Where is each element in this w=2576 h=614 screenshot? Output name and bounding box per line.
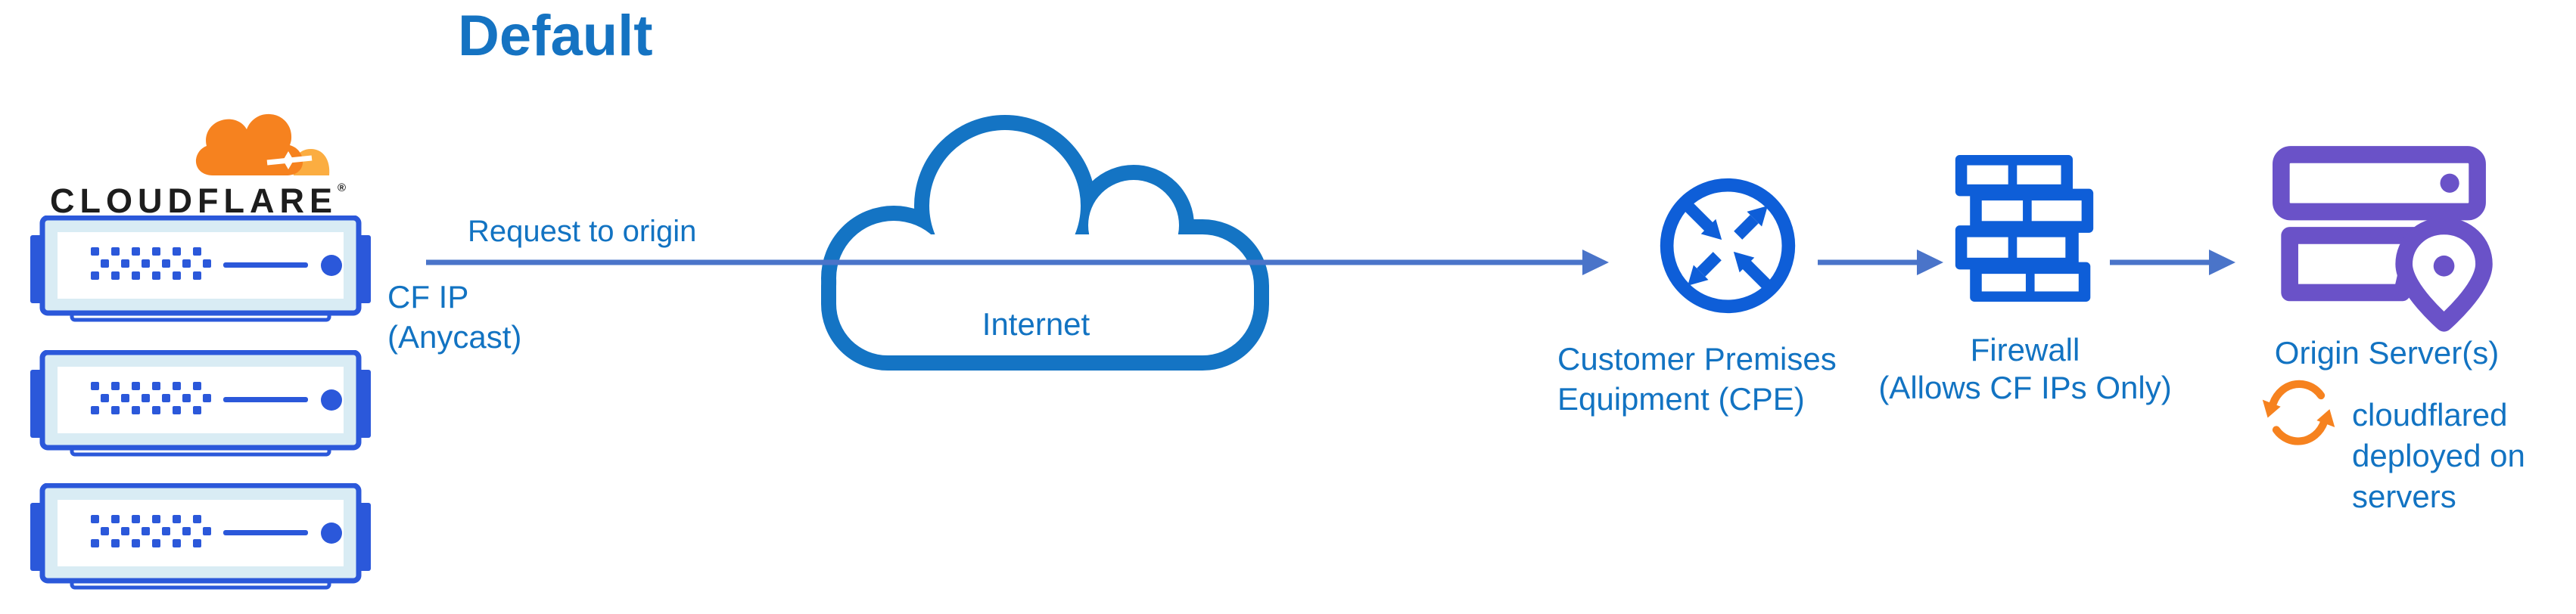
origin-server-icon [2273, 146, 2493, 332]
flow-arrow [426, 250, 2235, 275]
edge-server-icon [30, 483, 371, 590]
cloudflare-logo-light-cloud [292, 149, 330, 175]
cloudflare-wordmark: CLOUDFLARE® [50, 181, 347, 221]
cf-ip-line2: (Anycast) [387, 319, 522, 355]
cloudflared-line1: cloudflared [2352, 397, 2508, 433]
edge-server-icon [30, 350, 371, 457]
cpe-label: Customer Premises Equipment (CPE) [1557, 339, 1837, 419]
cpe-label-line2: Equipment (CPE) [1557, 381, 1805, 417]
cpe-router-icon [1660, 178, 1796, 314]
cloudflared-line2: deployed on [2352, 438, 2525, 473]
cloudflared-line3: servers [2352, 479, 2456, 514]
cloudflared-label: cloudflared deployed on servers [2352, 395, 2525, 517]
edge-server-icon [30, 216, 371, 322]
cpe-label-line1: Customer Premises [1557, 341, 1837, 377]
origin-servers-label: Origin Server(s) [2274, 335, 2500, 371]
firewall-label-line2: (Allows CF IPs Only) [1878, 370, 2172, 405]
firewall-label-line1: Firewall [1970, 332, 2080, 367]
sync-arrows-icon [2262, 380, 2335, 445]
cf-ip-anycast-label: CF IP (Anycast) [387, 277, 521, 357]
wordmark-text: CLOUDFLARE [50, 181, 338, 220]
firewall-brick-icon [1955, 155, 2094, 302]
page-title: Default [458, 4, 653, 68]
internet-label: Internet [982, 306, 1090, 342]
request-to-origin-label: Request to origin [468, 215, 697, 248]
cloudflare-logo [195, 113, 330, 175]
logo-spark [283, 151, 294, 169]
cf-ip-line1: CF IP [387, 279, 469, 315]
firewall-label: Firewall (Allows CF IPs Only) [1874, 331, 2176, 407]
registered-mark: ® [337, 181, 347, 194]
